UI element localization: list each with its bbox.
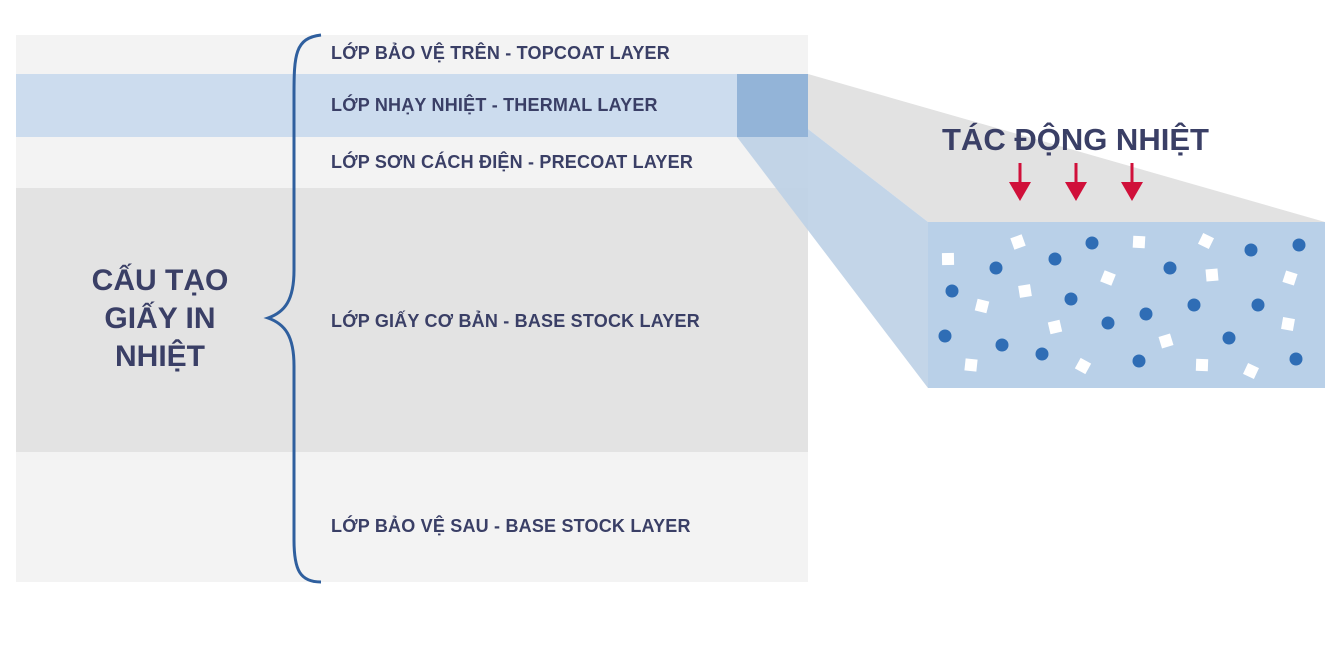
particle-dot (945, 284, 959, 298)
particle-square (1018, 284, 1032, 298)
particle-square (941, 252, 955, 266)
title-line: NHIỆT (115, 340, 205, 373)
particle-square (1205, 268, 1219, 282)
brace-icon (263, 33, 322, 584)
particle-square (1132, 235, 1146, 249)
particle-dot (938, 329, 952, 343)
particle-square (1100, 270, 1116, 286)
layer-band-base-stock (16, 188, 808, 452)
layer-label-thermal: LỚP NHẠY NHIỆT - THERMAL LAYER (331, 95, 658, 115)
projection-side-face (737, 74, 928, 388)
particle-dot (1035, 347, 1049, 361)
particle-dot (1244, 243, 1258, 257)
particle-square (1010, 234, 1026, 250)
particle-dot (1251, 298, 1265, 312)
heat-arrow-icon (1121, 163, 1143, 201)
particle-dot (1163, 261, 1177, 275)
particle-dot (1289, 352, 1303, 366)
heat-arrow-icon (1009, 163, 1031, 201)
title-line: GIẤY IN (104, 302, 216, 335)
title-line: CẤU TẠO (91, 264, 229, 297)
particle-square (1197, 232, 1215, 250)
projection-top-face (737, 74, 1325, 222)
layer-label-precoat: LỚP SƠN CÁCH ĐIỆN - PRECOAT LAYER (331, 152, 694, 172)
particle-square (964, 358, 978, 372)
particle-square (1243, 363, 1259, 379)
layer-band-precoat (16, 137, 808, 188)
particle-square (974, 298, 990, 314)
particle-dot (1101, 316, 1115, 330)
layer-band-back-coat (16, 452, 808, 582)
particle-dot (1187, 298, 1201, 312)
particle-square (1158, 333, 1174, 349)
particle-dot (1085, 236, 1099, 250)
particle-dot (1222, 331, 1236, 345)
layer-label-back-coat: LỚP BẢO VỆ SAU - BASE STOCK LAYER (331, 516, 691, 536)
layer-label-topcoat: LỚP BẢO VỆ TRÊN - TOPCOAT LAYER (331, 43, 670, 63)
heat-label: TÁC ĐỘNG NHIỆT (942, 122, 1209, 157)
particle-square (1074, 357, 1092, 375)
heat-arrow-icon (1065, 163, 1087, 201)
layer-band-thermal (16, 74, 808, 137)
particle-square (1195, 358, 1209, 372)
particle-square (1282, 270, 1298, 286)
particle-dot (1292, 238, 1306, 252)
diagram-title: CẤU TẠO GIẤY IN NHIỆT (60, 262, 260, 376)
particle-square (1047, 319, 1063, 335)
particle-dot (995, 338, 1009, 352)
layer-label-base-stock: LỚP GIẤY CƠ BẢN - BASE STOCK LAYER (331, 311, 700, 331)
particle-dot (989, 261, 1003, 275)
thermal-particles (938, 232, 1306, 379)
layer-band-topcoat (16, 35, 808, 74)
projection-overlap (737, 74, 808, 137)
heat-arrows (1009, 163, 1143, 201)
particle-dot (1048, 252, 1062, 266)
particle-dot (1132, 354, 1146, 368)
particle-dot (1064, 292, 1078, 306)
particle-square (1281, 317, 1295, 331)
particle-dot (1139, 307, 1153, 321)
